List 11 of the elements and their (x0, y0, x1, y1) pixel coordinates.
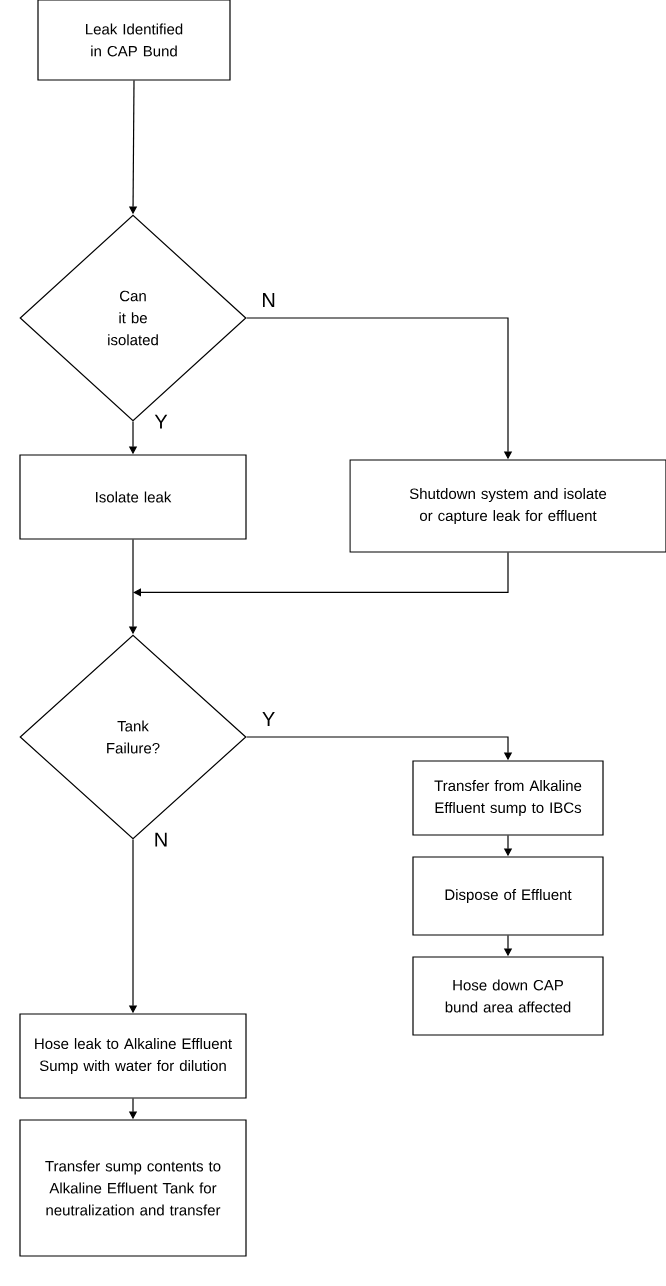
process-box: Dispose of Effluent (412, 856, 604, 936)
edge-label: N (259, 291, 278, 309)
process-box: Transfer from Alkaline Effluent sump to IBCs (412, 760, 604, 836)
process-box: Isolate leak (19, 454, 247, 540)
edge-label: Y (259, 710, 278, 728)
arrow (133, 552, 509, 597)
process-box: Shutdown system and isolate or capture leak for effluent (349, 459, 666, 553)
process-box: Hose down CAP bund area affected (412, 956, 604, 1036)
process-box: Transfer sump contents to Alkaline Effluent Tank for neutralization and transfer (19, 1119, 247, 1257)
process-box: Hose leak to Alkaline Effluent Sump with water for dilution (19, 1013, 247, 1099)
process-box: Leak Identified in CAP Bund (37, 0, 231, 81)
